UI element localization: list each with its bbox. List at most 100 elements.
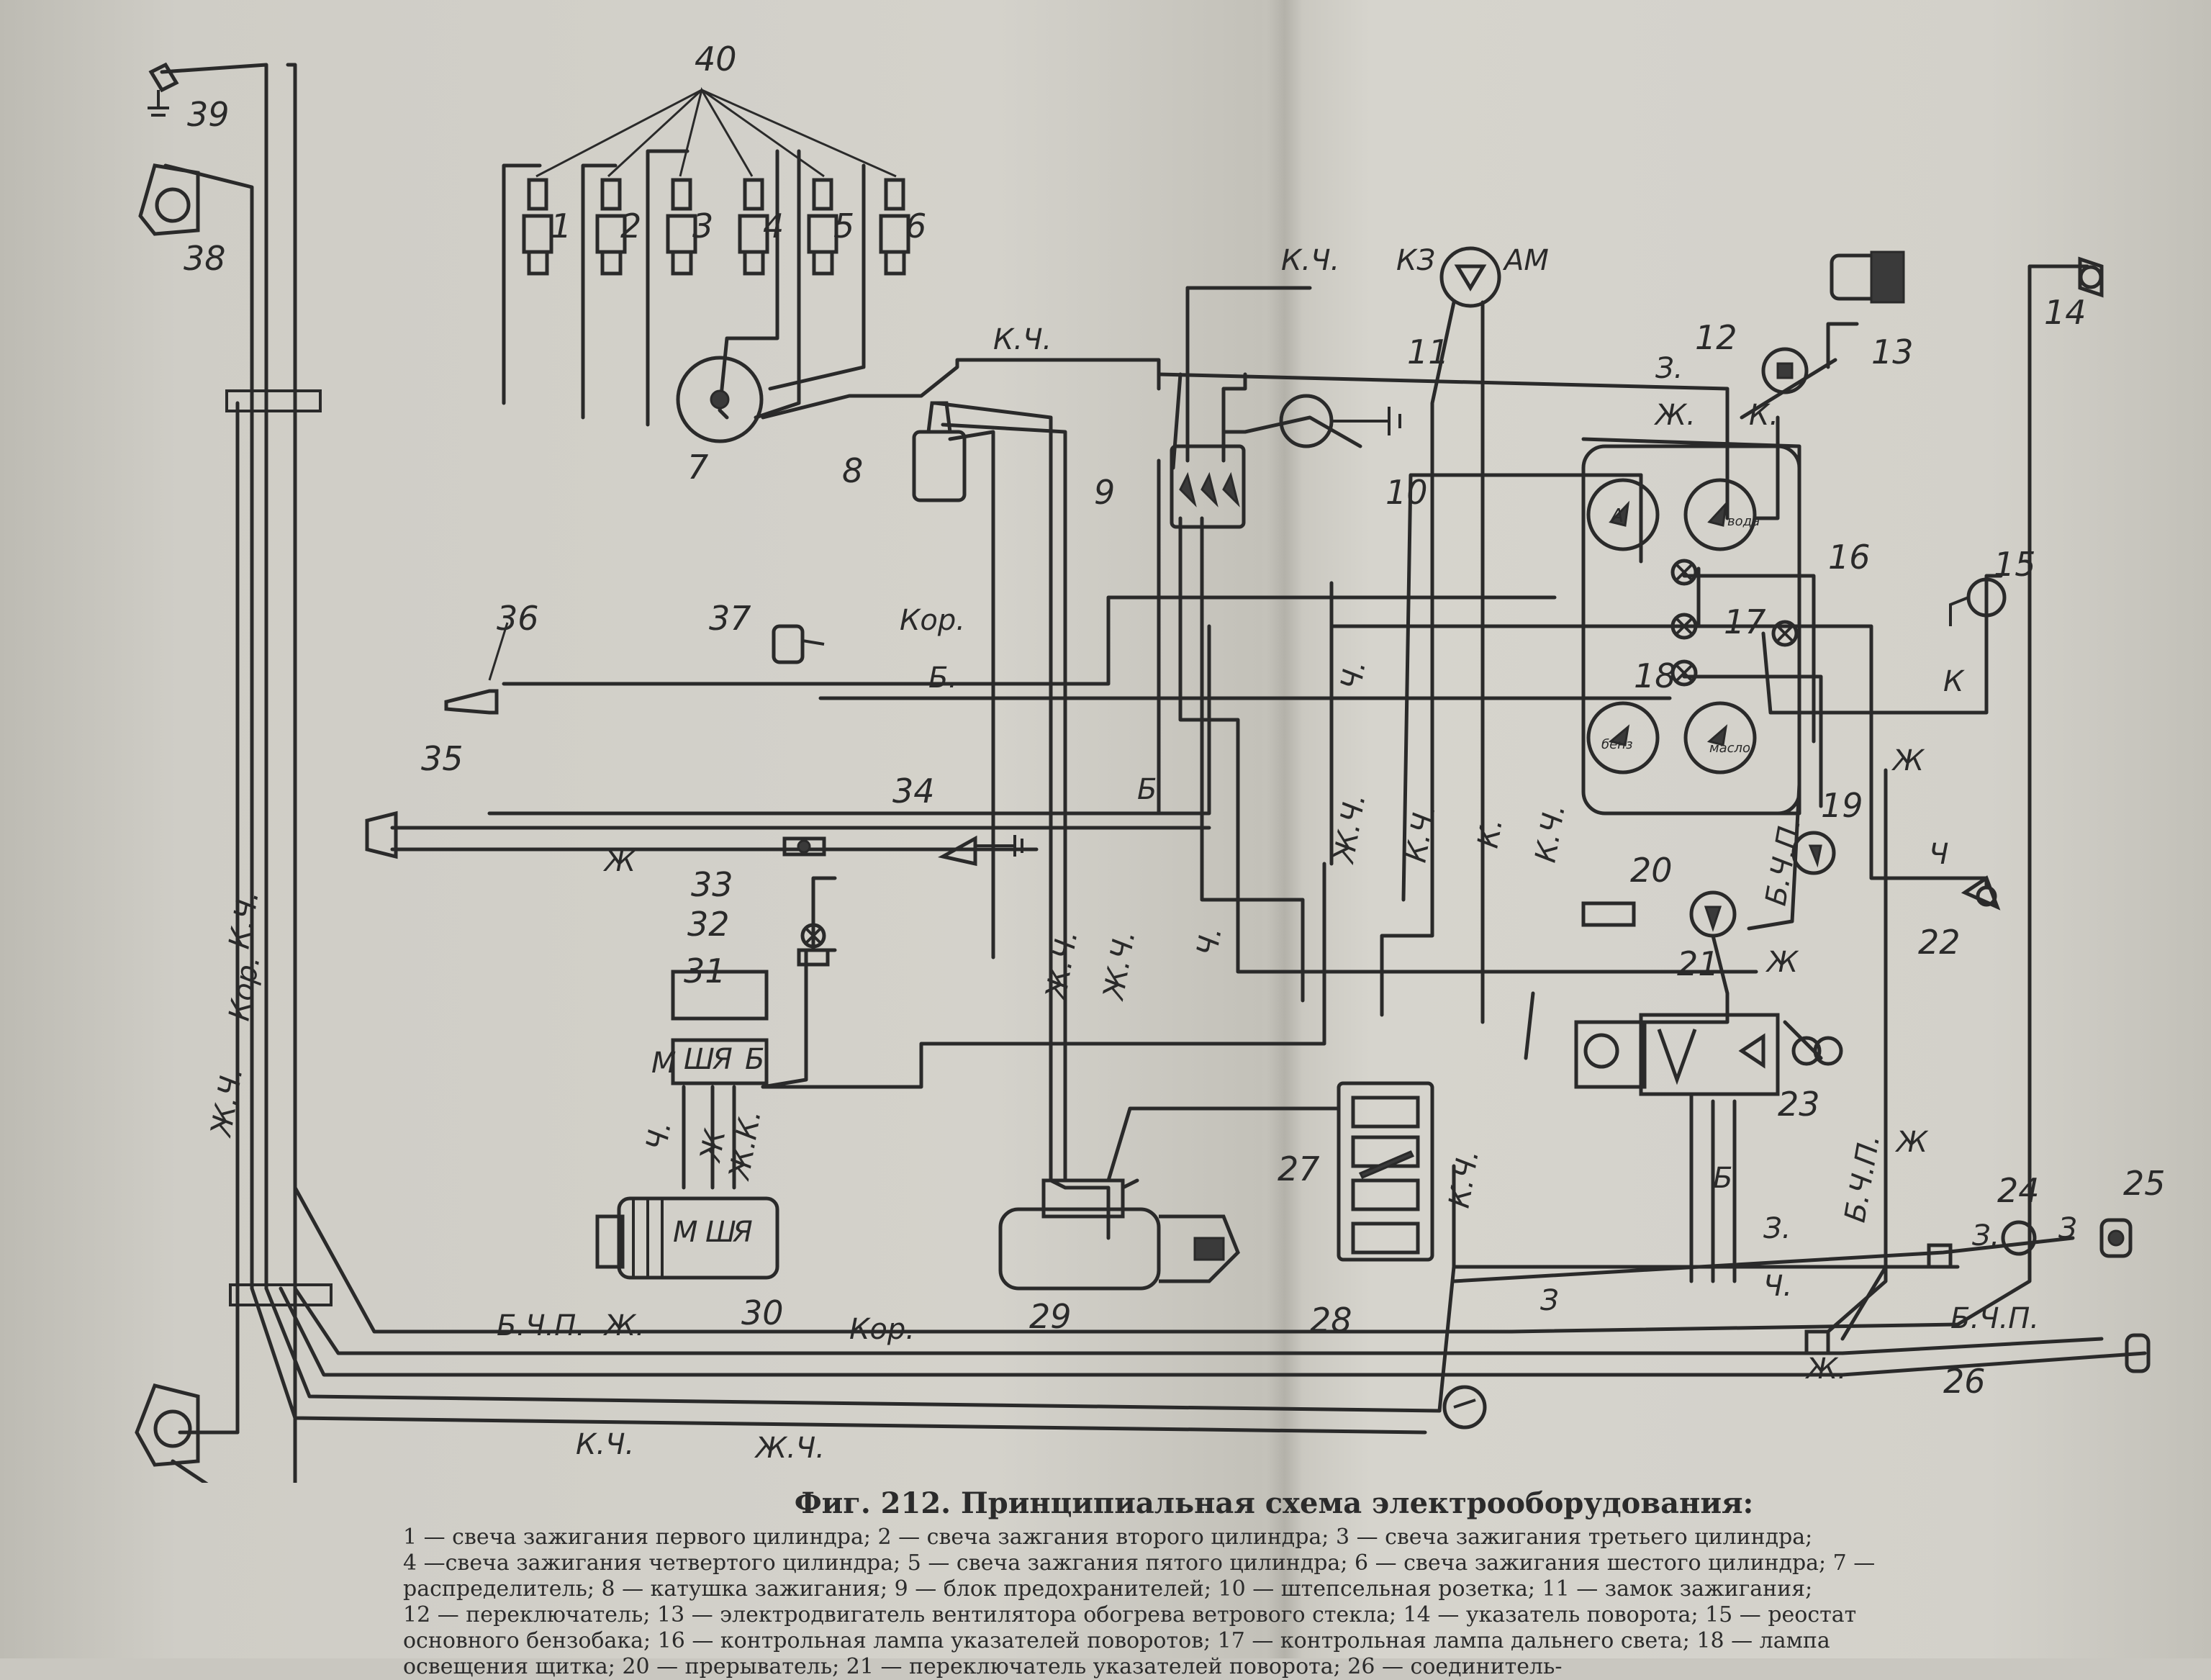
wire-label-kch-bus: К.Ч. (576, 1428, 634, 1461)
callout-4: 4 (763, 207, 784, 245)
interrupter (1581, 901, 1636, 927)
wire-label-bchp-bus: Б.Ч.П. (497, 1309, 585, 1342)
wire-label-kch-right: К.Ч. (1529, 802, 1572, 865)
wire-label-zhk-gen: Ж.К. (723, 1107, 768, 1183)
callout-16: 16 (1828, 538, 1871, 577)
ignition-switch (1439, 246, 1501, 308)
fuel-gauge (1586, 701, 1660, 774)
regulator-terminal-ya: Я (712, 1043, 733, 1076)
callout-11: 11 (1407, 333, 1450, 371)
callout-35: 35 (421, 739, 464, 778)
wire-label-b-side: Б (1137, 773, 1157, 806)
headlamp-left (138, 163, 200, 236)
wire-label-zh-rear: Ж. (1804, 1352, 1847, 1386)
switch-terminal-kz: КЗ (1396, 244, 1435, 277)
water-gauge-face-label: вода (1727, 514, 1760, 529)
caption-line-3: распределитель; 8 — катушка зажигания; 9… (403, 1576, 1813, 1602)
generator-terminal-sh: Ш (705, 1216, 736, 1249)
page-fold (1267, 0, 1303, 1658)
headlamp-right (135, 1383, 200, 1467)
callout-21: 21 (1677, 944, 1719, 983)
caption-line-6: освещения щитка; 20 — прерыватель; 21 — … (403, 1654, 1563, 1679)
ammeter-face-label: А (1609, 505, 1624, 527)
lamp-18-upper (1670, 559, 1698, 586)
callout-28: 28 (1310, 1301, 1352, 1340)
turn-signal-lamp (1771, 620, 1799, 647)
caption-line-4: 12 — переключатель; 13 — электродвигател… (403, 1602, 1857, 1627)
callout-31: 31 (684, 952, 726, 990)
label-layer: 40 39 38 1 2 3 4 5 6 7 8 9 10 11 12 13 1… (184, 40, 2166, 1401)
wire-label-zh-gen: Ж (694, 1126, 733, 1165)
wire-label-zhch-starter-2: Ж.Ч. (1097, 928, 1141, 1003)
wire-label-3-bottom: З (1540, 1284, 1559, 1317)
wire-label-b-vertical: Б (1713, 1162, 1732, 1195)
headlight-switch (1639, 1013, 1843, 1096)
callout-25: 25 (2123, 1164, 2166, 1203)
dimmer-switch (1574, 1020, 1647, 1089)
horn (772, 624, 825, 664)
panel-light-lamp (1670, 659, 1698, 687)
instrument-cluster (1581, 444, 1801, 816)
ignition-coil (912, 401, 967, 502)
callout-32: 32 (687, 905, 730, 944)
caption-line-5: основного бензобака; 16 — контрольная ла… (403, 1628, 1830, 1653)
switch-terminal-am: АМ (1502, 244, 1549, 277)
callout-14: 14 (2044, 293, 2086, 332)
wire-label-kch-harness: К.Ч. (223, 888, 266, 952)
wire-label-kor-harness: Кор. (223, 953, 267, 1024)
callout-37: 37 (709, 599, 751, 638)
wire-label-3-rear: З. (1763, 1212, 1791, 1245)
terminal-board (1337, 1081, 1434, 1262)
high-beam-lamp (1670, 613, 1698, 640)
generator-terminal-m: М (673, 1216, 698, 1249)
rear-lamps (1804, 1218, 2151, 1373)
wire-label-3-tail: З (2058, 1212, 2077, 1245)
oil-gauge-face-label: масло (1709, 741, 1750, 756)
wire-label-k-top: К. (1749, 399, 1778, 432)
inspection-socket (797, 923, 830, 967)
callout-20: 20 (1630, 851, 1673, 890)
callout-9: 9 (1094, 473, 1115, 512)
callout-23: 23 (1778, 1085, 1820, 1124)
wire-label-ch-mid: Ч. (1191, 924, 1229, 959)
regulator-terminal-b: Б (745, 1043, 764, 1076)
callout-33: 33 (691, 865, 733, 904)
wire-label-b-lamp: Б. (928, 661, 957, 695)
fuel-gauge-face-label: бенз (1601, 737, 1633, 752)
callout-18: 18 (1634, 656, 1676, 695)
wire-label-zh-lower: Ж (1894, 1126, 1929, 1159)
callout-29: 29 (1029, 1297, 1072, 1336)
callout-39: 39 (187, 95, 230, 134)
caption-line-2: 4 —свеча зажигания четвертого цилиндра; … (403, 1550, 1876, 1576)
callout-27: 27 (1278, 1150, 1320, 1188)
generator-terminal-ya: Я (732, 1216, 753, 1249)
ammeter (1586, 478, 1660, 551)
wire-label-zhch-bus: Ж.Ч. (754, 1432, 825, 1465)
starter-motor (998, 1178, 1240, 1291)
under-hood-lamp (444, 622, 509, 715)
callout-8: 8 (842, 451, 863, 490)
callout-22: 22 (1918, 923, 1961, 962)
water-temp-gauge (1683, 478, 1757, 551)
callout-6: 6 (905, 207, 926, 245)
turn-switch-19 (1791, 831, 1836, 875)
wire-label-zh-bus: Ж. (602, 1309, 645, 1342)
callout-3: 3 (692, 207, 713, 245)
callout-13: 13 (1871, 333, 1914, 371)
door-switch (938, 835, 1023, 867)
wire-label-zhch-panel: Ж.Ч. (1327, 791, 1372, 867)
caption-line-1: 1 — свеча зажигания первого цилиндра; 2 … (403, 1525, 1813, 1550)
callout-30: 30 (741, 1293, 784, 1332)
heater-motor (1830, 250, 1905, 304)
figure-caption: Фиг. 212. Принципиальная схема электрооб… (403, 1486, 2058, 1680)
inline-fuse (782, 836, 826, 857)
callout-26: 26 (1943, 1362, 1986, 1401)
callout-40: 40 (695, 40, 737, 78)
callout-15: 15 (1994, 545, 2036, 584)
generator (595, 1196, 779, 1280)
callout-10: 10 (1385, 473, 1428, 512)
wire-label-ch-gen: Ч. (641, 1119, 678, 1153)
wire-label-ch-plafond: Ч (1929, 838, 1948, 871)
wire-label-bchp-rear: Б.Ч.П. (1950, 1302, 2039, 1335)
callout-38: 38 (184, 239, 226, 278)
